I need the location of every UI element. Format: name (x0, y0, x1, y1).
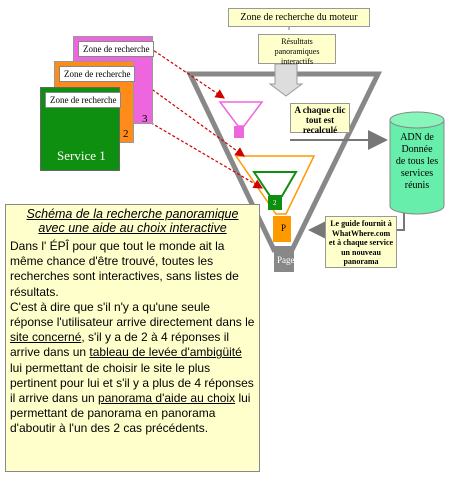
adn-line: services (400, 168, 434, 179)
recalc-line: A chaque clic (294, 105, 346, 115)
search-zone-card-1: Zone de recherche Service 1 (40, 87, 122, 171)
pink-funnel (218, 101, 264, 138)
link-site-concerne[interactable]: site concerné (10, 330, 82, 345)
results-line: interactifs (281, 57, 313, 66)
recalc-line: recalculé (302, 125, 338, 135)
main-funnel (186, 71, 383, 272)
adn-cylinder (389, 111, 445, 215)
arrow-results-down (268, 63, 304, 97)
adn-line: ADN de (400, 132, 434, 143)
adn-line: Donnée (401, 144, 433, 155)
panel-paragraph-2: C'est à dire que s'il n'y a qu'une seule… (10, 300, 255, 437)
orange-funnel (234, 155, 316, 242)
service-1-label: Service 1 (57, 148, 106, 163)
arrow-card1-to-funnel (111, 99, 264, 189)
paragraph-2-text-b: , s'il y a de 2 à 4 réponses il arrive d… (10, 330, 230, 360)
guide-line: et à chaque service (328, 238, 394, 247)
paragraph-2-text-c: lui permettant de choisir le site le plu… (10, 360, 254, 406)
panel-paragraph-1: Dans l' ÉPÎ pour que tout le monde ait l… (10, 239, 239, 299)
funnel-two-label: 2 (273, 199, 277, 207)
panel-title-line-2: avec une aide au choix interactive (38, 221, 227, 235)
panel-title: Schéma de la recherche panoramique avec … (10, 207, 255, 235)
guide-line: panorama (343, 257, 379, 266)
adn-line: réunis (404, 180, 430, 191)
guide-line: un nouveau (341, 247, 381, 257)
explanation-panel: Schéma de la recherche panoramique avec … (5, 204, 260, 472)
results-line: Résulttats (281, 37, 313, 46)
card-1-title: Zone de recherche (45, 92, 122, 108)
recalc-line: tout est (305, 115, 335, 125)
guide-note: Le guide fournit à WhatWhere.com et à ch… (325, 216, 397, 268)
recalc-note: A chaque clic tout est recalculé (290, 103, 350, 135)
card-3-title: Zone de recherche (78, 41, 155, 57)
link-panorama-aide-choix[interactable]: panorama d'aide au choix (98, 391, 236, 406)
funnel-p-label: P (281, 223, 287, 233)
engine-search-zone-box: Zone de recherche du moteur (228, 8, 370, 27)
link-tableau-levee-ambiguite[interactable]: tableau de levée d'ambigüité (89, 345, 242, 360)
adn-label: ADN de Donnée de tous les services réuni… (390, 132, 444, 192)
funnel-page-label: Page (277, 255, 295, 265)
paragraph-2-text-a: C'est à dire que s'il n'y a qu'une seule… (10, 299, 255, 330)
results-box: Résulttats panoramiques interactifs (258, 34, 336, 66)
guide-line: WhatWhere.com (331, 228, 391, 238)
guide-line: Le guide fournit à (330, 219, 392, 228)
card-3-number: 3 (142, 113, 148, 125)
adn-line: de tous les (395, 156, 439, 167)
results-line: panoramiques (274, 47, 320, 56)
card-2-title: Zone de recherche (59, 66, 136, 82)
panel-title-line-1: Schéma de la recherche panoramique (26, 207, 239, 221)
paragraph-2-text-d: lui permettant de panorama en panorama d… (10, 391, 251, 436)
green-funnel (252, 171, 298, 210)
arrow-card2-to-funnel (127, 71, 245, 157)
card-2-number: 2 (123, 128, 129, 140)
panel-body: Dans l' ÉPÎ pour que tout le monde ait l… (10, 239, 255, 437)
